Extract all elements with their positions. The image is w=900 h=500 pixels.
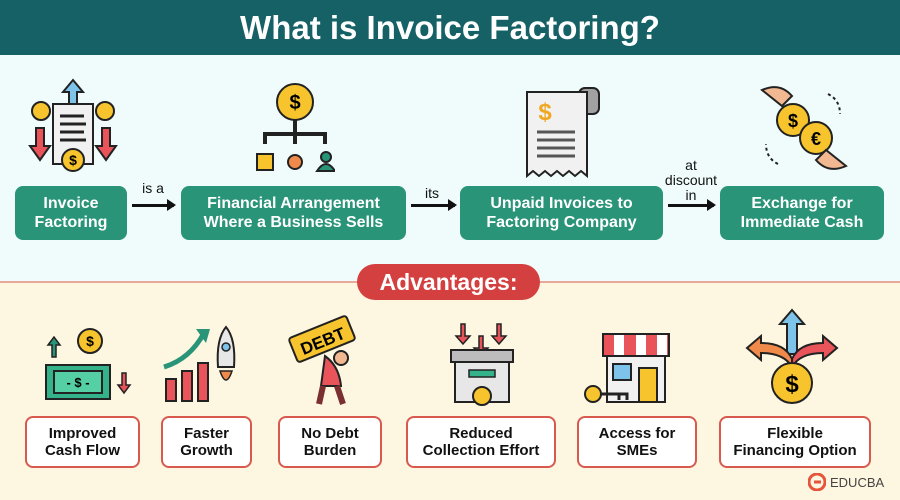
connector-label: its	[425, 185, 439, 201]
arrow-right-icon	[132, 199, 176, 211]
advantage-label: Cash Flow	[44, 442, 120, 459]
cash-flow-icon: $ - $ -	[45, 328, 132, 400]
educba-logo-icon	[808, 473, 826, 491]
svg-text:- $ -: - $ -	[66, 375, 89, 390]
flow-box-unpaid-invoices: Unpaid Invoices to Factoring Company	[460, 186, 663, 240]
svg-text:$: $	[785, 371, 799, 398]
definition-section	[0, 55, 900, 283]
advantage-label: Burden	[303, 442, 357, 459]
svg-text:$: $	[289, 92, 300, 114]
advantage-label: Collection Effort	[422, 442, 540, 459]
svg-text:$: $	[86, 333, 94, 349]
flow-label: Factoring	[34, 214, 108, 231]
shop-key-icon	[584, 333, 670, 403]
connector-label-line: discount	[664, 172, 718, 188]
growth-rocket-icon	[163, 325, 236, 402]
advantages-heading: Advantages:	[357, 264, 540, 300]
arrow-right-icon	[668, 199, 716, 211]
svg-text:$: $	[538, 99, 552, 126]
advantage-label: No Debt	[301, 425, 359, 442]
svg-text:€: €	[811, 129, 821, 149]
flexible-arrows-icon: $	[745, 308, 839, 404]
svg-text:$: $	[69, 152, 77, 168]
connector-label-line: in	[685, 187, 697, 203]
money-hierarchy-icon: $	[256, 83, 335, 172]
collection-box-icon	[450, 323, 514, 406]
invoice-gears-icon: $	[28, 78, 118, 172]
svg-text:$: $	[788, 111, 798, 131]
flow-label: Financial Arrangement	[207, 195, 380, 212]
flow-label: Immediate Cash	[740, 214, 864, 231]
connector-label-line: at	[685, 157, 697, 173]
advantage-label: Access for	[598, 425, 676, 442]
advantage-label: SMEs	[616, 442, 658, 459]
debt-burden-icon: DEBT	[288, 315, 356, 405]
flow-label: Exchange for	[751, 195, 853, 212]
brand-name: EDUCBA	[830, 474, 885, 490]
flow-label: Where a Business Sells	[203, 214, 384, 231]
flow-label: Unpaid Invoices to	[490, 195, 633, 212]
flow-label: Factoring Company	[486, 214, 637, 231]
advantage-label: Reduced	[449, 425, 513, 442]
receipt-icon: $	[526, 87, 600, 179]
advantage-label: Improved	[48, 425, 117, 442]
page-title: What is Invoice Factoring?	[0, 0, 900, 55]
coin-exchange-icon: $ €	[760, 86, 848, 170]
advantage-label: Financing Option	[733, 442, 857, 459]
educba-logo: EDUCBA	[808, 473, 884, 491]
connector-label: is a	[142, 180, 164, 196]
advantage-label: Flexible	[767, 425, 823, 442]
arrow-right-icon	[411, 199, 457, 211]
flow-label: Invoice	[43, 195, 99, 212]
advantage-label: Growth	[180, 442, 233, 459]
advantage-label: Faster	[183, 425, 230, 442]
